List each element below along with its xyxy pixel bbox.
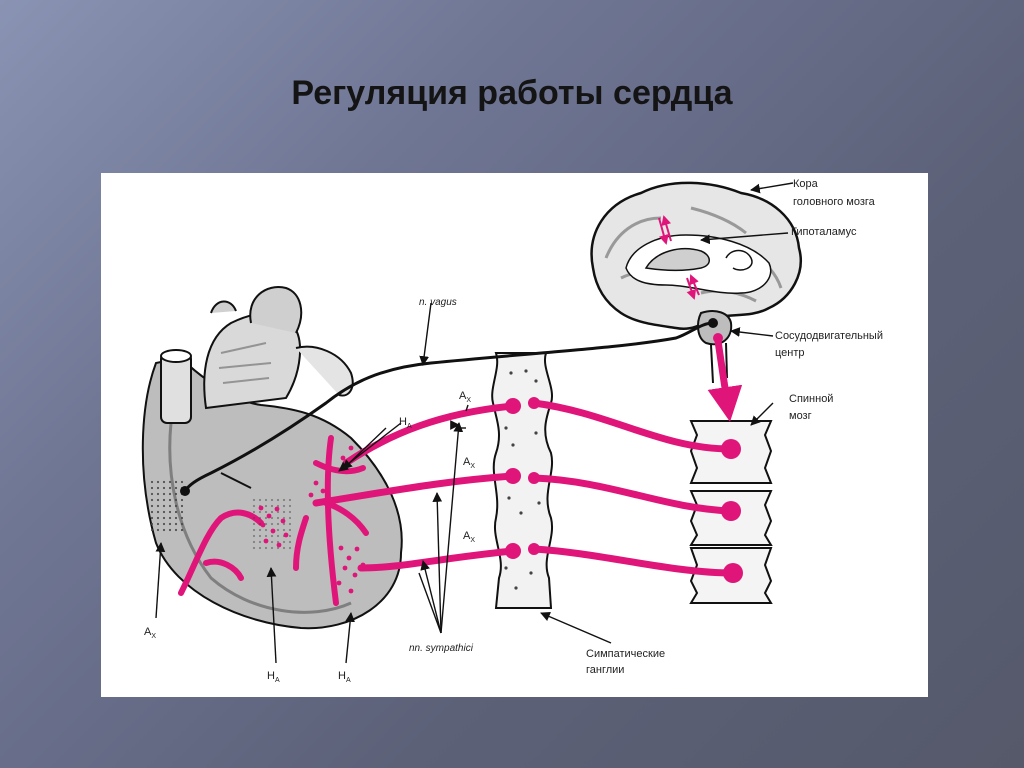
label-sympathici: nn. sympathici [409, 643, 474, 654]
chain-dots [504, 369, 541, 590]
label-spinal-1: Спинной [789, 393, 833, 405]
label-cortex-1: Кора [793, 178, 819, 190]
label-ha-3: HA [338, 670, 351, 684]
label-ha-2: HA [267, 670, 280, 684]
label-vagus: n. vagus [419, 297, 457, 308]
label-ganglia-1: Симпатические [586, 648, 665, 660]
label-ax-3: AX [463, 530, 475, 544]
brain [590, 181, 802, 384]
heart [141, 286, 403, 630]
label-ax-2: AX [463, 456, 475, 470]
label-vasomotor-2: центр [775, 347, 805, 359]
vagus-nerve [183, 321, 714, 492]
heart-regulation-diagram: Кора головного мозга Гипоталамус Сосудод… [101, 173, 928, 697]
label-hypothalamus: Гипоталамус [791, 226, 857, 238]
label-spinal-2: мозг [789, 410, 812, 422]
label-vasomotor-1: Сосудодвигательный [775, 330, 883, 342]
label-cortex-2: головного мозга [793, 196, 876, 208]
label-ax-1: AX [459, 390, 471, 404]
label-ha-1: HA [399, 416, 412, 430]
label-ax-4: AX [144, 626, 156, 640]
slide-title: Регуляция работы сердца [291, 74, 733, 112]
label-ganglia-2: ганглии [586, 664, 624, 676]
diagram-labels: Кора головного мозга Гипоталамус Сосудод… [144, 178, 883, 684]
label-arrows [155, 182, 794, 664]
descending-pathway [707, 340, 743, 422]
